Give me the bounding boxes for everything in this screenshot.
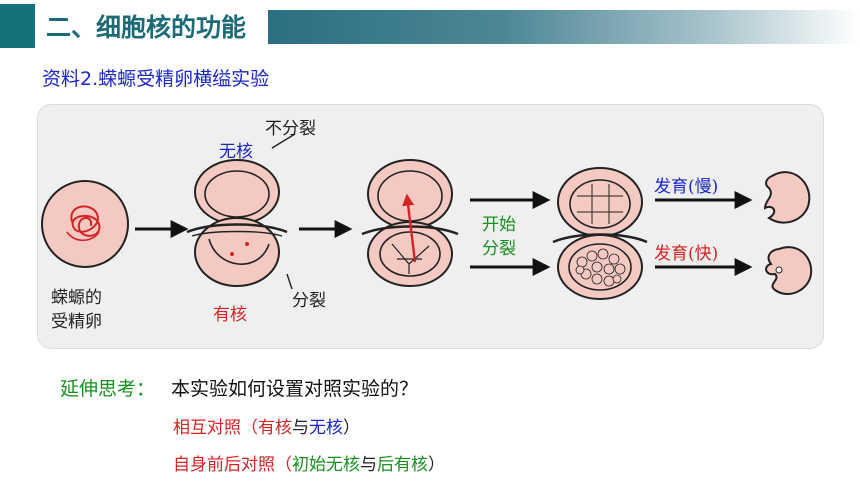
title-bar: 二、细胞核的功能 [0,0,860,50]
label-develop-slow: 发育(慢) [654,177,719,197]
answer2-and: 与 [360,455,377,475]
constricted-egg-3 [552,167,648,300]
leader-no-division [271,133,296,149]
title-accent-block [0,4,35,48]
section-subtitle: 资料2.蝾螈受精卵横缢实验 [42,68,270,90]
egg-label-line1: 蝾螈的 [51,288,102,308]
constricted-egg-2 [361,159,459,287]
label-no-nucleus: 无核 [219,142,253,162]
answer2-suffix: ） [428,455,445,475]
experiment-diagram [41,133,813,300]
label-start-line1: 开始 [482,215,516,235]
leader-division [286,273,293,290]
label-not-divided: 不分裂 [265,119,316,139]
answer-self-control: 自身前后对照（初始无核与后有核） [173,450,445,475]
answer1-has-nucleus: 有核 [258,418,292,438]
answer2-later-nucleus: 后有核 [377,455,428,475]
label-has-nucleus: 有核 [213,305,247,325]
answer2-initial-no-nucleus: 初始无核 [292,455,360,475]
thinking-question: 本实验如何设置对照实验的？ [171,378,419,400]
embryo-slow [763,171,811,224]
answer1-suffix: ） [343,418,360,438]
page-title: 二、细胞核的功能 [46,13,247,42]
embryo-fast [765,246,813,295]
answer1-prefix: 相互对照（ [173,418,258,438]
answer1-no-nucleus: 无核 [309,418,343,438]
answer-mutual-control: 相互对照（有核与无核） [173,413,360,438]
thinking-label: 延伸思考： [60,378,156,400]
answer2-prefix: 自身前后对照（ [173,455,292,475]
label-develop-fast: 发育(快) [654,244,719,264]
label-start-line2: 分裂 [482,239,516,259]
fertilized-egg [41,180,129,268]
label-divided: 分裂 [292,291,326,311]
egg-label-line2: 受精卵 [51,312,102,332]
answer1-and: 与 [292,418,309,438]
constricted-egg-1 [186,159,288,287]
title-gradient-band [268,10,860,44]
